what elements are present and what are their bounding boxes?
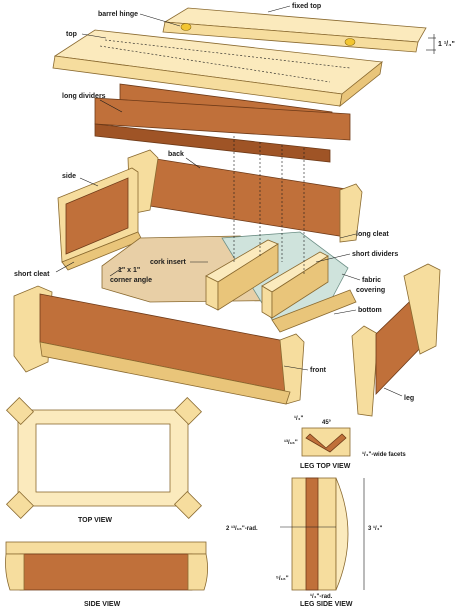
leg-side-rad-large: 2 ¹³/₁₆"-rad. bbox=[226, 525, 258, 532]
leg-top-dim-a: ¹/₄" bbox=[294, 415, 304, 422]
label-corner-angle-2: corner angle bbox=[110, 277, 152, 284]
fixed-top-part bbox=[162, 7, 427, 53]
side-part bbox=[57, 167, 143, 271]
leader-lines bbox=[55, 5, 403, 397]
label-fixed-top-dim: 1 ¹/₄" bbox=[438, 41, 455, 48]
label-long-cleat: long cleat bbox=[356, 231, 389, 238]
label-side: side bbox=[62, 173, 76, 180]
bottom-part bbox=[271, 289, 357, 333]
leg-side-view-drawing bbox=[291, 477, 349, 591]
label-leg: leg bbox=[404, 395, 414, 402]
label-front: front bbox=[310, 367, 327, 374]
front-part bbox=[13, 285, 305, 405]
label-corner-angle: 1" x 1" bbox=[118, 267, 140, 274]
leg-top-dim-b: ¹³/₁₆" bbox=[284, 439, 298, 446]
short-dividers-part bbox=[205, 239, 329, 319]
label-short-cleat: short cleat bbox=[14, 271, 50, 278]
leg-part bbox=[351, 263, 441, 417]
leg-top-view-drawing bbox=[301, 427, 351, 457]
title-leg-side-view: LEG SIDE VIEW bbox=[300, 601, 353, 608]
label-covering: covering bbox=[356, 287, 385, 294]
leg-side-dim-small: ⁵/₁₆" bbox=[276, 576, 289, 582]
assembly-lines bbox=[233, 136, 305, 276]
label-short-dividers: short dividers bbox=[352, 251, 398, 258]
label-cork-insert: cork insert bbox=[150, 259, 186, 266]
leg-top-facets: ¹/₄"-wide facets bbox=[362, 451, 406, 458]
label-fabric: fabric bbox=[362, 277, 381, 284]
top-part bbox=[52, 29, 384, 107]
long-dividers-part bbox=[94, 83, 351, 163]
back-part bbox=[127, 149, 363, 243]
dimension-lines bbox=[280, 34, 436, 590]
label-back: back bbox=[168, 151, 184, 158]
leg-side-rad-small: ¹/₄"-rad. bbox=[310, 593, 333, 600]
title-leg-top-view: LEG TOP VIEW bbox=[300, 463, 351, 470]
title-side-view: SIDE VIEW bbox=[84, 601, 121, 608]
label-barrel-hinge: barrel hinge bbox=[98, 11, 138, 18]
label-top: top bbox=[66, 31, 77, 38]
leg-side-height: 3 ¹/₄" bbox=[368, 525, 383, 532]
label-long-dividers: long dividers bbox=[62, 93, 106, 100]
title-top-view: TOP VIEW bbox=[78, 517, 112, 524]
leg-top-angle: 45° bbox=[322, 420, 332, 426]
label-bottom: bottom bbox=[358, 307, 382, 314]
hinge-mark-left bbox=[180, 23, 192, 31]
side-view-drawing bbox=[5, 541, 208, 591]
top-view-drawing bbox=[5, 396, 203, 520]
hinge-mark-right bbox=[344, 38, 356, 46]
label-fixed-top: fixed top bbox=[292, 3, 321, 10]
